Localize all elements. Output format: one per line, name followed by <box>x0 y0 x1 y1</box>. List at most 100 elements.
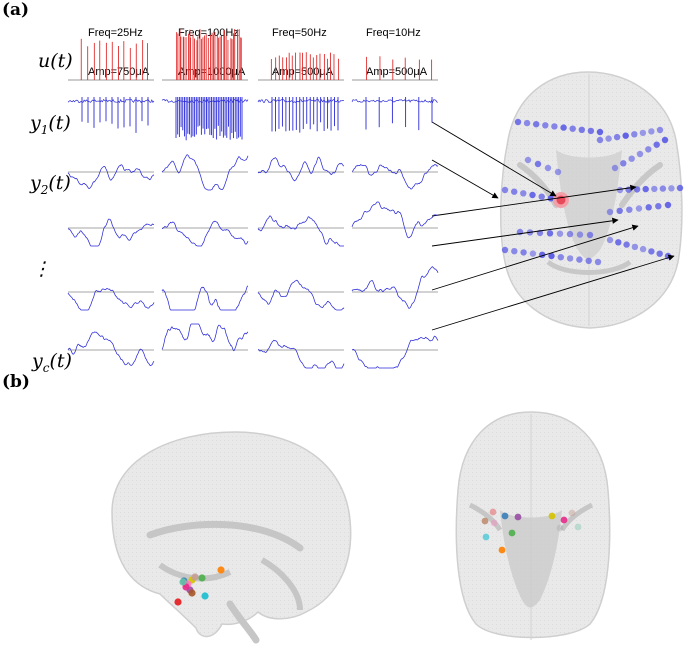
brain-axial-a <box>499 71 683 329</box>
brain-sagittal-b <box>111 431 352 644</box>
signal-trace <box>257 156 345 182</box>
brain-axial-b <box>455 411 611 640</box>
electrode-contact <box>556 230 564 237</box>
column-4-amp: Amp=500μA <box>366 66 428 78</box>
electrode-contact <box>529 250 537 257</box>
electrode-contacts <box>501 118 684 266</box>
electrode-contact <box>606 236 614 244</box>
stim-site-dot <box>568 509 576 517</box>
column-header-4: Freq=10Hz Amp=500μA <box>366 1 427 92</box>
column-1-freq: Freq=25Hz <box>88 27 143 39</box>
stim-site-dot <box>188 589 196 597</box>
electrode-contact <box>586 231 594 239</box>
stim-site-dot <box>201 592 209 600</box>
signal-trace <box>161 285 249 311</box>
signal-trace <box>351 266 439 309</box>
panel-b-label: (b) <box>2 372 30 392</box>
signal-trace <box>161 154 249 191</box>
electrode-contact <box>520 190 527 197</box>
electrode-contact <box>587 127 595 135</box>
electrode-contact <box>616 207 623 214</box>
row-label-yc-sub: c <box>42 360 50 375</box>
row-label-yc-name: y <box>32 350 43 372</box>
electrode-contact <box>659 185 667 192</box>
electrode-contact <box>546 230 554 237</box>
signal-trace <box>257 215 344 247</box>
electrode-contact <box>520 249 527 256</box>
channel-arrow <box>431 254 675 331</box>
signal-trace <box>351 335 439 369</box>
electrode-contact <box>557 254 564 261</box>
electrode-contact <box>523 119 531 127</box>
signal-trace <box>67 331 155 367</box>
electrode-contact <box>631 243 639 251</box>
electrode-contact <box>655 203 662 210</box>
electrode-contact <box>676 184 684 192</box>
electrode-contact <box>529 191 536 199</box>
electrode-contact <box>622 132 629 139</box>
signal-trace <box>351 201 439 239</box>
stim-site-dot <box>179 578 187 586</box>
signal-trace <box>161 323 249 352</box>
stim-site-dot <box>548 512 556 520</box>
row-label-vdots-glyph: ⋮ <box>32 258 51 280</box>
electrode-contact <box>569 125 576 132</box>
channel-arrow <box>431 121 557 197</box>
stim-site-dot <box>198 574 206 582</box>
signal-trace <box>257 279 345 311</box>
row-label-u-name: u <box>38 50 51 72</box>
electrode-contact <box>645 146 652 153</box>
electrode-contact <box>631 131 638 138</box>
stim-sites-sagittal <box>174 566 225 606</box>
electrode-contact <box>544 164 552 172</box>
electrode-contact <box>656 250 663 257</box>
stim-site-dot <box>481 517 489 525</box>
electrode-contact <box>554 168 562 176</box>
electrode-contact <box>542 122 549 129</box>
electrode-contact <box>566 230 574 238</box>
electrode-contact <box>596 128 604 136</box>
stim-site-dot <box>498 546 506 554</box>
signal-trace <box>161 220 249 247</box>
electrode-contact <box>616 186 624 194</box>
electrode-contact <box>635 205 643 212</box>
electrode-contact <box>656 126 664 134</box>
row-label-y2-sub: 2 <box>40 182 49 197</box>
electrode-contact <box>578 126 585 133</box>
electrode-contact <box>594 258 602 266</box>
signal-trace <box>67 218 155 247</box>
y1-trace-1 <box>67 98 155 104</box>
column-4-freq: Freq=10Hz <box>366 27 421 39</box>
stim-site-dot <box>174 598 182 606</box>
stim-site-dot <box>482 533 490 541</box>
electrode-contact <box>538 193 545 200</box>
electrode-contact <box>585 257 592 264</box>
electrode-contact <box>548 252 555 260</box>
y1-trace-4 <box>351 99 439 104</box>
stim-site-dot <box>514 513 522 521</box>
electrode-contact <box>576 231 584 238</box>
row-label-u: u(t) <box>38 50 73 72</box>
electrode-contact <box>668 185 675 192</box>
electrode-contact <box>566 255 574 262</box>
electrode-contact <box>596 136 604 144</box>
electrode-contact <box>511 188 518 195</box>
electrode-contact <box>636 150 644 158</box>
electrode-contact <box>653 141 660 148</box>
electrode-contact <box>620 160 627 167</box>
column-3-freq: Freq=50Hz <box>272 27 327 39</box>
row-label-y2-name: y <box>30 172 41 194</box>
electrode-contact <box>524 156 532 164</box>
electrode-contact <box>664 201 672 209</box>
electrode-contact <box>645 204 652 211</box>
trace-grid <box>67 28 439 369</box>
stim-sites-axial <box>481 508 582 554</box>
electrode-contact <box>533 121 540 128</box>
row-label-y1-name: y <box>30 112 41 134</box>
electrode-contact <box>628 155 635 162</box>
electrode-contact <box>501 246 509 254</box>
channel-arrow <box>431 159 499 199</box>
channel-arrow <box>431 184 637 217</box>
stim-site-dot <box>490 519 498 527</box>
